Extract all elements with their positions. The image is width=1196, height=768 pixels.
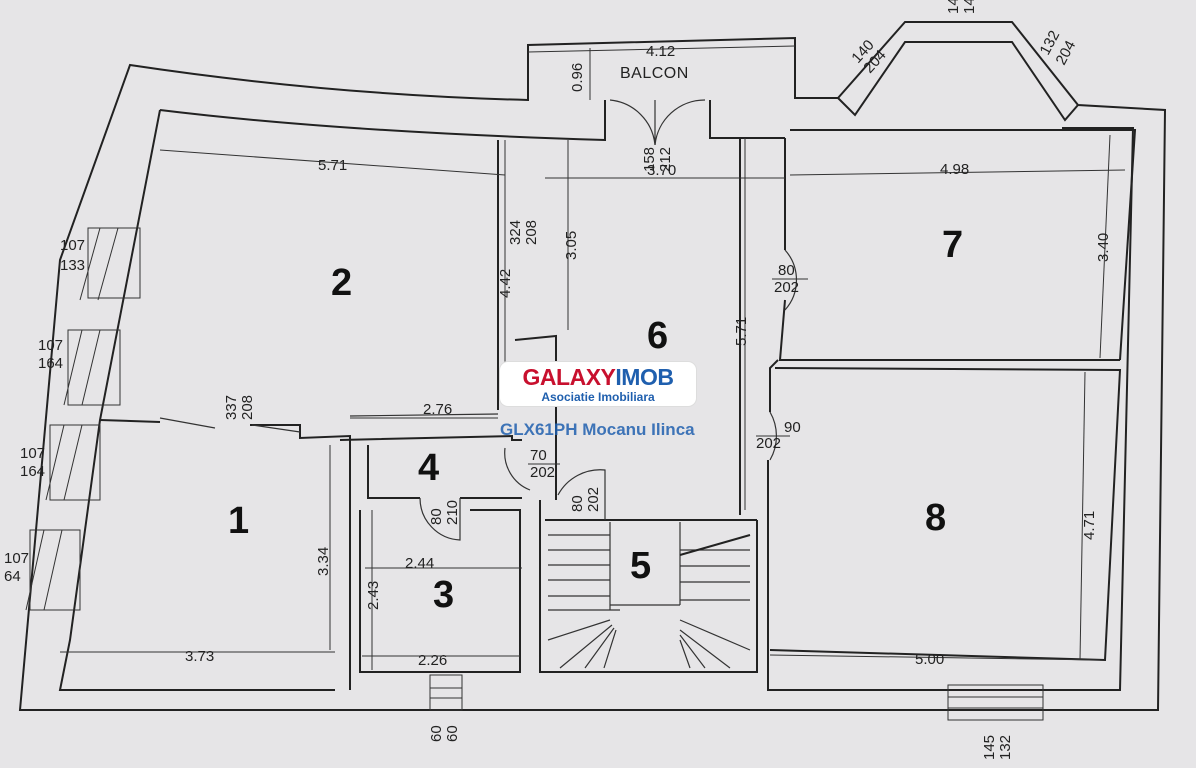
- galaxyimob-logo: GALAXYIMOB Asociatie Imobiliara: [500, 362, 696, 406]
- w2-top: 107: [38, 337, 63, 354]
- balcony-label: BALCON: [620, 65, 689, 82]
- door7-top: 80: [778, 262, 795, 279]
- dim-room2-height: 4.42: [497, 269, 514, 298]
- door7-bottom: 202: [774, 279, 799, 296]
- dimension-lines: [60, 45, 1126, 670]
- room-4-label: 4: [418, 447, 439, 489]
- interior-walls: [99, 129, 1137, 691]
- dim-door-height: 3.05: [563, 231, 580, 260]
- room-2-label: 2: [331, 262, 352, 304]
- door26-bottom: 208: [523, 220, 540, 245]
- w3-bottom: 164: [20, 463, 45, 480]
- room-1-label: 1: [228, 500, 249, 542]
- staircase: [547, 522, 751, 669]
- logo-wordmark-b: IMOB: [615, 364, 674, 390]
- door21-top: 337: [223, 395, 240, 420]
- bay-mid-bottom: 14: [961, 0, 978, 14]
- dim-room3-width: 2.26: [418, 652, 447, 669]
- dim-room7-height: 3.40: [1095, 233, 1112, 262]
- room-6-label: 6: [647, 315, 668, 357]
- dim-room2-width: 5.71: [318, 157, 347, 174]
- room-7-label: 7: [942, 224, 963, 266]
- balcony-width: 4.12: [646, 43, 675, 60]
- door26-top: 324: [507, 220, 524, 245]
- door8-top: 90: [784, 419, 801, 436]
- dim-room3-top-width: 2.44: [405, 555, 434, 572]
- dim-room3-height: 2.43: [365, 581, 382, 610]
- winbr-bottom: 132: [997, 735, 1014, 760]
- bottom-windows: [429, 674, 1044, 721]
- winbl-bottom: 60: [444, 725, 461, 742]
- door3-bottom: 210: [444, 500, 461, 525]
- doorbalcon-bottom: 212: [657, 147, 674, 172]
- dim-room8-width: 5.00: [915, 651, 944, 668]
- agent-watermark: GLX61PH Mocanu Ilinca: [500, 420, 695, 439]
- winbr-top: 145: [981, 735, 998, 760]
- logo-wordmark-a: GALAXY: [522, 364, 616, 390]
- logo-tagline: Asociatie Imobiliara: [541, 390, 655, 404]
- logo-wordmark: GALAXYIMOB: [500, 364, 696, 390]
- w1-top: 107: [60, 237, 85, 254]
- w1-bottom: 133: [60, 257, 85, 274]
- outer-walls: [18, 21, 1167, 711]
- dim-room4-width: 2.76: [423, 401, 452, 418]
- doors: [159, 99, 798, 541]
- dim-room7-width: 4.98: [940, 161, 969, 178]
- dim-room6-height: 5.71: [733, 317, 750, 346]
- door4-bottom: 202: [530, 464, 555, 481]
- dim-room6-width: 3.70: [647, 162, 676, 179]
- winbl-top: 60: [428, 725, 445, 742]
- room-5-label: 5: [630, 545, 651, 587]
- dim-room8-height: 4.71: [1081, 511, 1098, 540]
- room-8-label: 8: [925, 497, 946, 539]
- bay-mid-top: 14: [945, 0, 962, 14]
- dim-room1-height: 3.34: [315, 547, 332, 576]
- dim-room1-width: 3.73: [185, 648, 214, 665]
- door5-top: 80: [569, 495, 586, 512]
- door21-bottom: 208: [239, 395, 256, 420]
- door4-top: 70: [530, 447, 547, 464]
- door5-bottom: 202: [585, 487, 602, 512]
- w4-top: 107: [4, 550, 29, 567]
- left-windows: [25, 227, 141, 611]
- balcony-depth: 0.96: [569, 63, 586, 92]
- w4-bottom: 64: [4, 568, 21, 585]
- door3-top: 80: [428, 508, 445, 525]
- w3-top: 107: [20, 445, 45, 462]
- doorbalcon-top: 158: [641, 147, 658, 172]
- room-3-label: 3: [433, 574, 454, 616]
- door8-bottom: 202: [756, 435, 781, 452]
- w2-bottom: 164: [38, 355, 63, 372]
